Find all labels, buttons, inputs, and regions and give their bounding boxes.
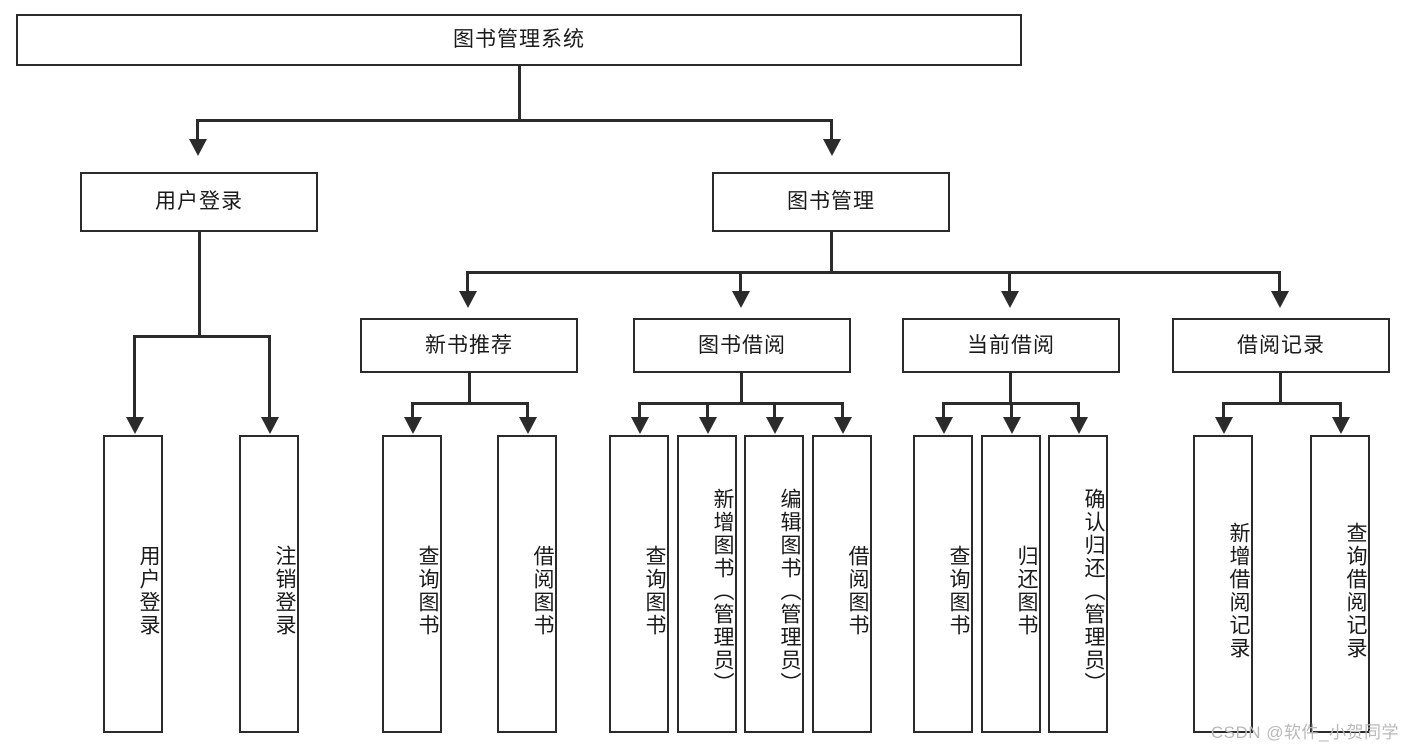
arrowhead-leaf-borrow-book-1 bbox=[519, 417, 537, 434]
connector-nbr-to-leaf1 bbox=[411, 402, 414, 419]
connector-bb-to-leaf1 bbox=[638, 402, 641, 419]
connector-cb-to-leaf1 bbox=[942, 402, 945, 419]
leaf-borrow-book-2-label: 借阅图书 bbox=[846, 545, 869, 637]
connector-bb-to-leaf2 bbox=[706, 402, 709, 419]
leaf-query-book-2-label: 查询图书 bbox=[643, 545, 666, 637]
leaf-query-book-3[interactable]: 查询图书 bbox=[913, 435, 973, 733]
connector-book-manage-stem bbox=[830, 232, 833, 271]
arrowhead-leaf-return-book bbox=[1003, 417, 1021, 434]
leaf-borrow-book-1-label: 借阅图书 bbox=[531, 545, 554, 637]
connector-bb-to-leaf3 bbox=[773, 402, 776, 419]
connector-nbr-to-leaf2 bbox=[526, 402, 529, 419]
connector-user-login-stem bbox=[198, 232, 201, 335]
leaf-query-book-2[interactable]: 查询图书 bbox=[609, 435, 669, 733]
node-current-borrow[interactable]: 当前借阅 bbox=[902, 318, 1120, 373]
arrowhead-leaf-query-book-1 bbox=[404, 417, 422, 434]
connector-root-to-book-manage bbox=[830, 119, 833, 141]
leaf-confirm-return[interactable]: 确认归还（管理员） bbox=[1048, 435, 1108, 733]
leaf-add-book[interactable]: 新增图书（管理员） bbox=[677, 435, 737, 733]
arrowhead-leaf-confirm-return bbox=[1070, 417, 1088, 434]
arrowhead-borrow-record bbox=[1271, 291, 1289, 308]
connector-user-login-to-leaf1 bbox=[133, 335, 136, 419]
node-new-book-rec[interactable]: 新书推荐 bbox=[360, 318, 578, 373]
arrowhead-leaf-add-book bbox=[699, 417, 717, 434]
connector-root-bus bbox=[196, 119, 833, 122]
arrowhead-leaf-borrow-book-2 bbox=[834, 417, 852, 434]
arrowhead-leaf-user-login bbox=[126, 417, 144, 434]
leaf-edit-book[interactable]: 编辑图书（管理员） bbox=[744, 435, 804, 733]
arrowhead-leaf-edit-book bbox=[766, 417, 784, 434]
node-book-borrow[interactable]: 图书借阅 bbox=[633, 318, 851, 373]
connector-nbr-stem bbox=[468, 373, 471, 402]
leaf-return-book[interactable]: 归还图书 bbox=[981, 435, 1041, 733]
arrowhead-new-book-rec bbox=[459, 291, 477, 308]
leaf-query-book-1-label: 查询图书 bbox=[416, 545, 439, 637]
connector-bb-to-leaf4 bbox=[841, 402, 844, 419]
node-user-login[interactable]: 用户登录 bbox=[80, 172, 318, 232]
leaf-query-book-1[interactable]: 查询图书 bbox=[382, 435, 442, 733]
node-current-borrow-label: 当前借阅 bbox=[967, 333, 1055, 357]
connector-cb-to-leaf2 bbox=[1010, 402, 1013, 419]
connector-cb-to-leaf3 bbox=[1077, 402, 1080, 419]
connector-bm-to-new-book-rec bbox=[466, 271, 469, 293]
node-borrow-record-label: 借阅记录 bbox=[1237, 333, 1325, 357]
arrowhead-user-login bbox=[189, 139, 207, 156]
node-book-borrow-label: 图书借阅 bbox=[698, 333, 786, 357]
arrowhead-leaf-query-book-3 bbox=[935, 417, 953, 434]
leaf-add-book-label: 新增图书（管理员） bbox=[711, 487, 734, 695]
connector-user-login-to-leaf2 bbox=[268, 335, 271, 419]
arrowhead-leaf-add-record bbox=[1215, 417, 1233, 434]
connector-cb-stem bbox=[1009, 373, 1012, 402]
leaf-borrow-book-1[interactable]: 借阅图书 bbox=[497, 435, 557, 733]
arrowhead-leaf-query-book-2 bbox=[631, 417, 649, 434]
connector-br-to-leaf1 bbox=[1222, 402, 1225, 419]
leaf-user-logout[interactable]: 注销登录 bbox=[239, 435, 299, 733]
connector-bm-to-current-borrow bbox=[1008, 271, 1011, 293]
leaf-borrow-book-2[interactable]: 借阅图书 bbox=[812, 435, 872, 733]
arrowhead-leaf-query-record bbox=[1332, 417, 1350, 434]
leaf-user-login[interactable]: 用户登录 bbox=[103, 435, 163, 733]
connector-book-manage-bus bbox=[466, 271, 1278, 274]
connector-br-bus bbox=[1222, 402, 1342, 405]
leaf-return-book-label: 归还图书 bbox=[1015, 545, 1038, 637]
leaf-edit-book-label: 编辑图书（管理员） bbox=[778, 487, 801, 695]
node-book-manage[interactable]: 图书管理 bbox=[712, 172, 950, 232]
leaf-confirm-return-label: 确认归还（管理员） bbox=[1082, 487, 1105, 695]
connector-root-to-user-login bbox=[196, 119, 199, 141]
leaf-user-logout-label: 注销登录 bbox=[273, 545, 296, 637]
leaf-query-record[interactable]: 查询借阅记录 bbox=[1310, 435, 1370, 733]
connector-bb-bus bbox=[638, 402, 844, 405]
arrowhead-book-manage bbox=[823, 139, 841, 156]
leaf-query-book-3-label: 查询图书 bbox=[947, 545, 970, 637]
arrowhead-current-borrow bbox=[1001, 291, 1019, 308]
connector-bb-stem bbox=[740, 373, 743, 402]
node-user-login-label: 用户登录 bbox=[155, 190, 243, 214]
node-root[interactable]: 图书管理系统 bbox=[16, 14, 1022, 66]
node-root-label: 图书管理系统 bbox=[453, 28, 585, 52]
arrowhead-leaf-user-logout bbox=[261, 417, 279, 434]
leaf-user-login-label: 用户登录 bbox=[137, 545, 160, 637]
leaf-query-record-label: 查询借阅记录 bbox=[1344, 522, 1367, 660]
connector-bm-to-book-borrow bbox=[739, 271, 742, 293]
node-new-book-rec-label: 新书推荐 bbox=[425, 333, 513, 357]
connector-root-stem bbox=[518, 66, 521, 119]
leaf-add-record-label: 新增借阅记录 bbox=[1227, 522, 1250, 660]
connector-br-stem bbox=[1279, 373, 1282, 402]
connector-nbr-bus bbox=[411, 402, 529, 405]
connector-br-to-leaf2 bbox=[1339, 402, 1342, 419]
connector-user-login-bus bbox=[133, 335, 271, 338]
leaf-add-record[interactable]: 新增借阅记录 bbox=[1193, 435, 1253, 733]
node-book-manage-label: 图书管理 bbox=[787, 190, 875, 214]
arrowhead-book-borrow bbox=[732, 291, 750, 308]
connector-bm-to-borrow-record bbox=[1278, 271, 1281, 293]
node-borrow-record[interactable]: 借阅记录 bbox=[1172, 318, 1390, 373]
